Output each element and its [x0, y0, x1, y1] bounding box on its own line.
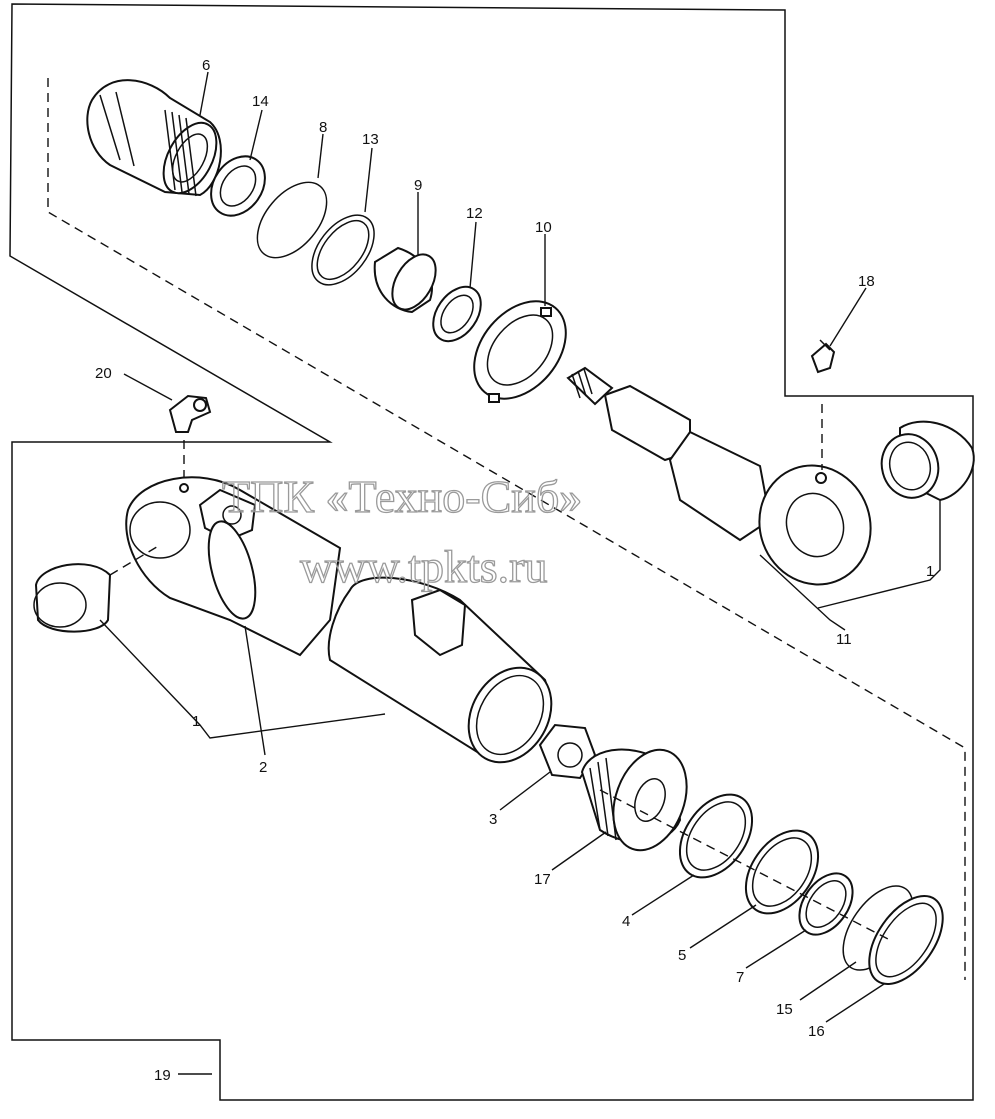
- leader-7: [745, 929, 807, 969]
- callout-20: 20: [95, 365, 112, 382]
- leader-5: [689, 904, 757, 949]
- callout-11: 11: [836, 631, 852, 648]
- watermark-url: www.tpkts.ru: [300, 541, 547, 592]
- leader-3: [499, 771, 551, 811]
- callout-1-left: 1: [192, 713, 200, 730]
- callout-17: 17: [534, 871, 551, 888]
- part-16-backup-ring: [868, 895, 944, 985]
- leader-2: [244, 625, 266, 756]
- barrel-tube: [327, 576, 553, 764]
- part-1-right-bushing: [880, 420, 975, 502]
- lower-parts-axis: [109, 544, 891, 941]
- part-12-rod-seal: [432, 285, 482, 343]
- callout-16: 16: [808, 1023, 825, 1040]
- part-20-elbow-fitting: [168, 394, 212, 433]
- part-10-lock-nut: [473, 300, 567, 403]
- callout-8: 8: [319, 119, 327, 136]
- leader-17: [551, 831, 607, 871]
- part-13-backup-ring: [311, 214, 375, 286]
- leader-12: [469, 221, 477, 289]
- leader-1-right: [817, 500, 941, 609]
- callout-19: 19: [154, 1067, 171, 1084]
- part-2-cylinder-barrel: [125, 476, 342, 657]
- part-6-gland: [86, 79, 222, 197]
- callout-13: 13: [362, 131, 379, 148]
- callout-7: 7: [736, 969, 744, 986]
- group-19-outline: [9, 3, 974, 1101]
- assembly-axis-line: [47, 78, 966, 980]
- leader-16: [825, 983, 885, 1023]
- callout-4: 4: [622, 913, 630, 930]
- part-1-left-bushing: [33, 563, 112, 633]
- callout-6: 6: [202, 57, 210, 74]
- leader-18: [829, 287, 867, 347]
- callout-14: 14: [252, 93, 269, 110]
- callout-10: 10: [535, 219, 552, 236]
- leader-6: [199, 71, 209, 116]
- part-18-grease-fitting: [810, 339, 836, 374]
- callout-9: 9: [414, 177, 422, 194]
- callout-3: 3: [489, 811, 497, 828]
- part-9-bushing: [373, 246, 437, 314]
- leader-8: [317, 133, 324, 179]
- callout-2: 2: [259, 759, 267, 776]
- watermark-company: ТПК «Техно-Сиб»: [222, 471, 582, 522]
- callout-18: 18: [858, 273, 875, 290]
- callout-5: 5: [678, 947, 686, 964]
- callout-12: 12: [466, 205, 483, 222]
- part-4-piston-ring: [678, 793, 754, 879]
- part-5-piston-seal: [744, 829, 820, 915]
- leader-14: [249, 109, 263, 161]
- part-14-wiper-ring: [210, 155, 266, 217]
- part-11-piston-rod: [566, 366, 872, 586]
- callout-15: 15: [776, 1001, 793, 1018]
- callout-1-right: 1: [926, 563, 934, 580]
- leader-4: [631, 874, 695, 916]
- leader-11: [759, 554, 846, 631]
- leader-20: [123, 373, 173, 401]
- part-8-o-ring: [256, 181, 328, 259]
- leader-1-left: [99, 619, 386, 739]
- leader-13: [364, 147, 373, 213]
- leader-15: [799, 961, 857, 1001]
